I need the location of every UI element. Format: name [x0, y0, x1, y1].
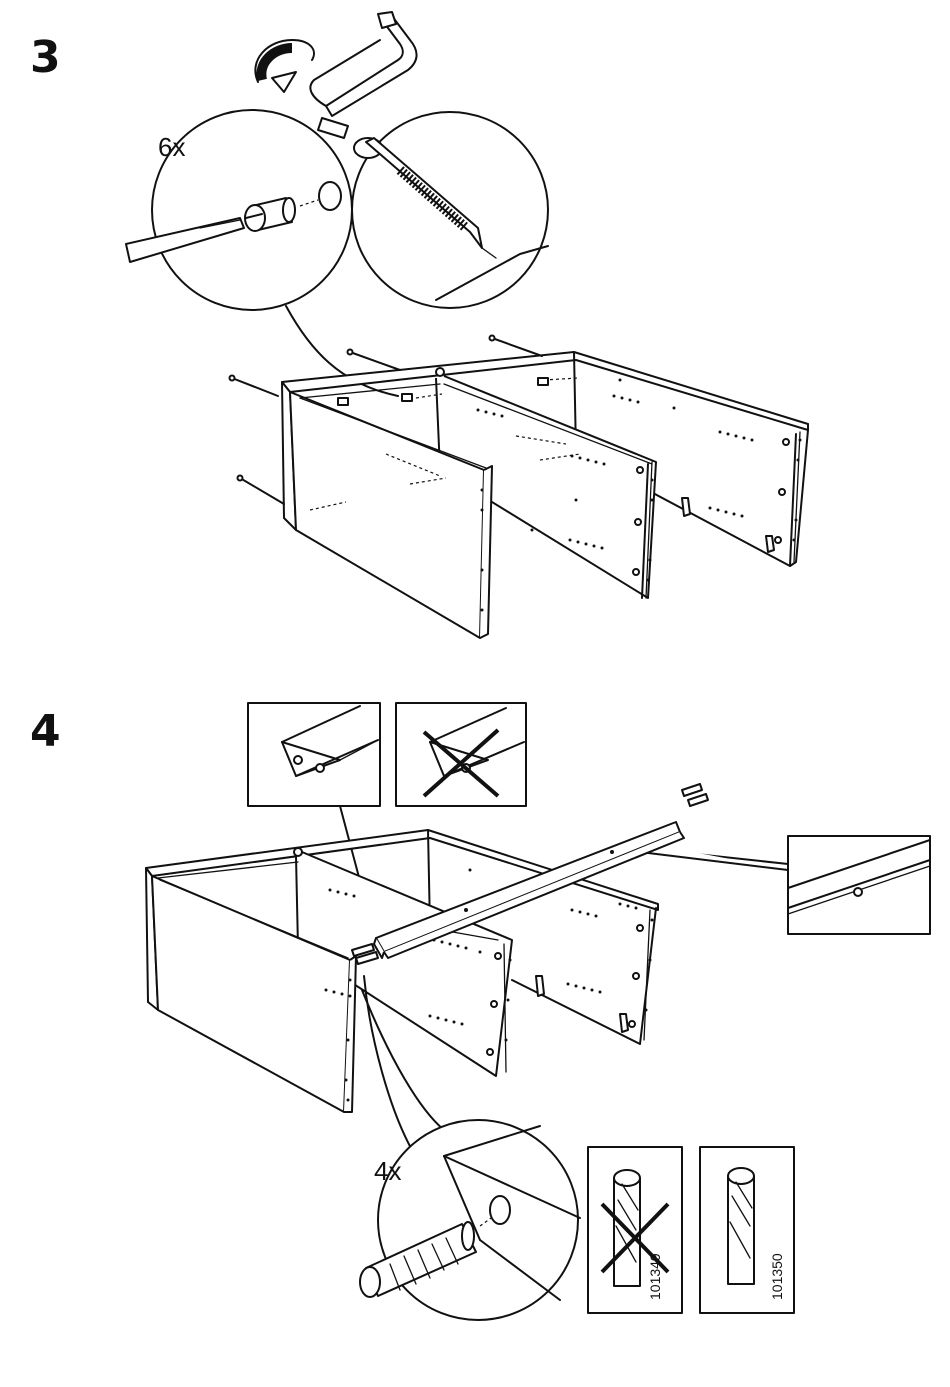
rail-orientation-correct-box [248, 703, 380, 806]
dowel-spec-correct-box: 101350 [700, 1147, 794, 1313]
rotate-arrow-icon [255, 40, 314, 92]
step-4: 4 [30, 703, 930, 1320]
step-4-quantity: 4x [374, 1156, 401, 1186]
allen-key-icon [310, 12, 416, 138]
screw-detail-circle [352, 112, 548, 308]
dowel-part-number-wrong: 101349 [647, 1253, 663, 1300]
rail-orientation-wrong-box [396, 703, 526, 806]
cabinet-frame-step-3 [230, 336, 809, 639]
step-3-quantity: 6x [158, 132, 185, 162]
step-3: 3 6x [30, 12, 808, 638]
cam-lock-detail-circle: 6x [126, 110, 352, 310]
hole-icon [490, 1196, 510, 1224]
dowel-detail-circle: 4x [360, 1120, 580, 1320]
dowel-part-number-correct: 101350 [769, 1253, 785, 1300]
step-4-number: 4 [30, 706, 61, 757]
hole-icon [319, 182, 341, 210]
top-rail [352, 784, 708, 964]
dowel-icon [728, 1168, 754, 1284]
step-3-number: 3 [30, 32, 61, 83]
rail-hole-detail-box [788, 836, 930, 934]
dowel-spec-wrong-box: 101349 [588, 1147, 682, 1313]
